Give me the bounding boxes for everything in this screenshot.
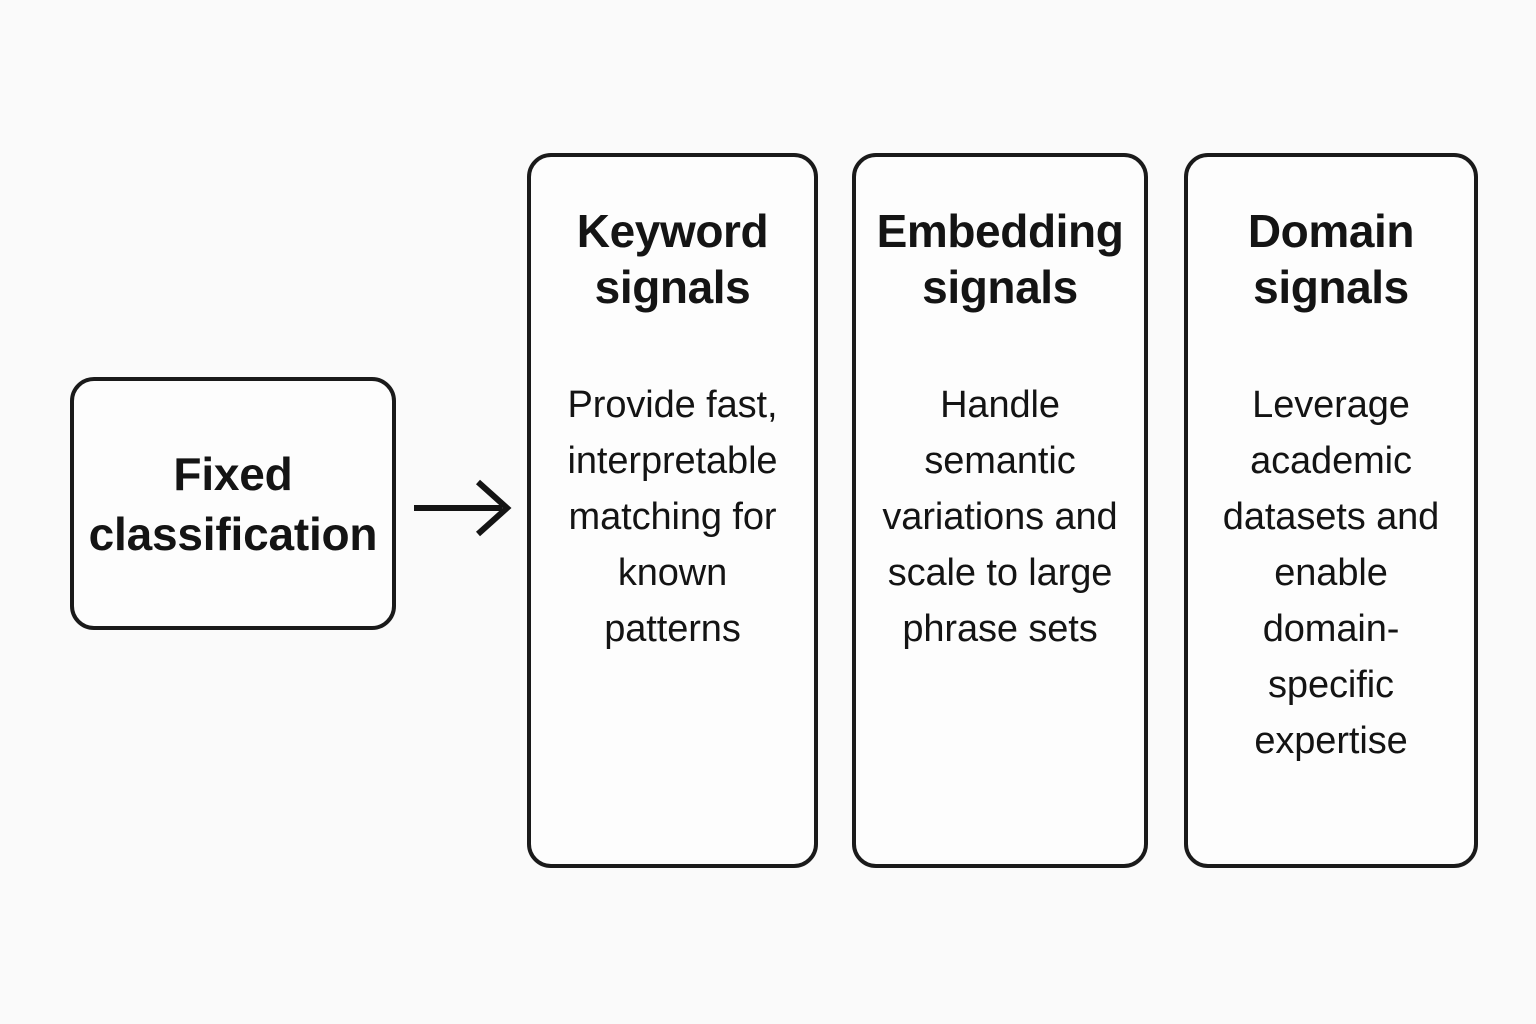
signal-card-title: Domain signals	[1247, 205, 1415, 313]
signal-card-title: Keyword signals	[576, 205, 769, 313]
signal-card-title: Embedding signals	[876, 205, 1124, 313]
signal-card-embedding[interactable]: Embedding signals Handle semantic variat…	[852, 153, 1148, 868]
signal-card-body: Leverage academic datasets and enable do…	[1222, 384, 1440, 762]
signal-card-body: Provide fast, interpretable matching for…	[567, 384, 778, 650]
source-node-fixed-classification[interactable]: Fixed classification	[70, 377, 396, 630]
signal-card-body: Handle semantic variations and scale to …	[882, 384, 1118, 650]
signal-card-domain[interactable]: Domain signals Leverage academic dataset…	[1184, 153, 1478, 868]
source-node-label: Fixed classification	[88, 447, 378, 560]
signal-card-keyword[interactable]: Keyword signals Provide fast, interpreta…	[527, 153, 818, 868]
arrow-right-icon	[406, 470, 522, 546]
